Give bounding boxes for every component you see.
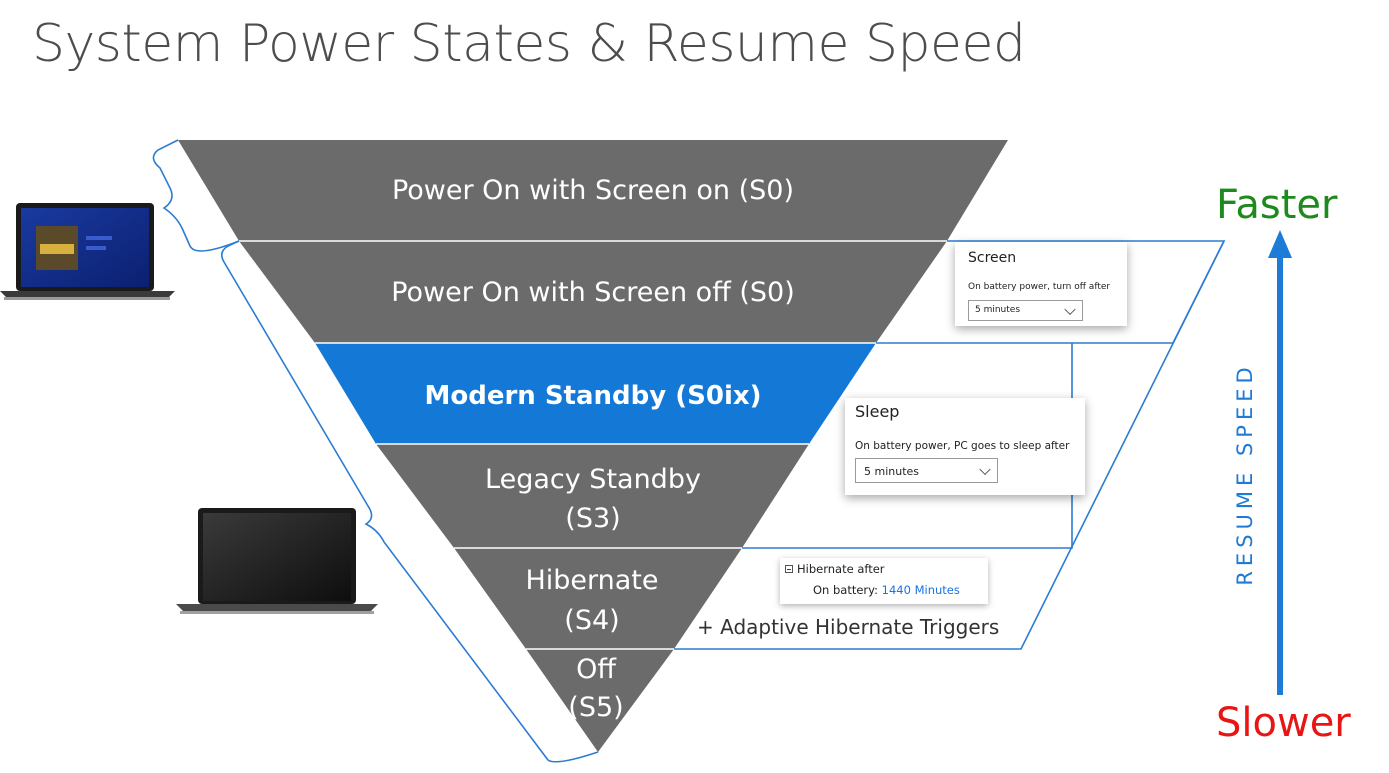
- bracket-screen-on: [152, 139, 240, 252]
- tier-label-legacy-standby-code: (S3): [565, 503, 620, 534]
- sleep-panel-title: Sleep: [855, 402, 900, 421]
- sleep-settings-panel: Sleep On battery power, PC goes to sleep…: [845, 398, 1085, 495]
- hibernate-settings-panel: Hibernate after On battery: 1440 Minutes: [780, 558, 988, 604]
- tier-modern-standby-band: [315, 343, 876, 444]
- tier-label-hibernate-code: (S4): [564, 605, 619, 636]
- tier-label-off: Off: [576, 654, 617, 685]
- screen-settings-panel: Screen On battery power, turn off after …: [955, 242, 1127, 326]
- screen-timeout-dropdown[interactable]: 5 minutes: [968, 300, 1083, 321]
- bracket-low-power: [220, 240, 599, 763]
- tier-screen-on-band: [178, 140, 1008, 241]
- sleep-panel-description: On battery power, PC goes to sleep after: [855, 440, 1070, 452]
- tier-legacy-standby-band: [376, 444, 809, 548]
- tier-label-screen-on: Power On with Screen on (S0): [392, 175, 794, 206]
- tier-label-legacy-standby: Legacy Standby: [485, 464, 701, 495]
- resume-speed-arrowhead: [1268, 230, 1292, 258]
- sleep-timeout-dropdown[interactable]: 5 minutes: [855, 458, 998, 483]
- screen-panel-title: Screen: [968, 250, 1017, 266]
- hibernate-setting-label: On battery:: [813, 583, 879, 597]
- laptop-screen-on-icon: [0, 203, 175, 300]
- adaptive-hibernate-note: + Adaptive Hibernate Triggers: [697, 615, 1000, 639]
- tier-hibernate-band: [454, 548, 742, 649]
- faster-label: Faster: [1216, 182, 1338, 228]
- slower-label: Slower: [1216, 700, 1351, 746]
- tier-screen-off-band: [239, 241, 947, 343]
- screen-panel-description: On battery power, turn off after: [968, 282, 1111, 292]
- tier-label-modern-standby: Modern Standby (S0ix): [424, 381, 761, 411]
- chevron-down-icon: [979, 463, 991, 475]
- laptop-screen-off-icon: [176, 508, 378, 614]
- sleep-timeout-value: 5 minutes: [864, 465, 920, 478]
- tier-off-band: [526, 649, 674, 752]
- tier-label-screen-off: Power On with Screen off (S0): [391, 277, 795, 308]
- hibernate-panel-title: Hibernate after: [797, 562, 885, 576]
- connector-hibernate: [674, 240, 1225, 650]
- chevron-down-icon: [1064, 303, 1076, 315]
- screen-timeout-value: 5 minutes: [975, 305, 1021, 315]
- hibernate-setting-value[interactable]: 1440 Minutes: [881, 583, 960, 597]
- page-title: System Power States & Resume Speed: [32, 14, 1026, 74]
- tier-label-off-code: (S5): [568, 692, 623, 723]
- resume-speed-axis-label: RESUME SPEED: [1233, 362, 1257, 586]
- collapse-icon[interactable]: [785, 565, 793, 573]
- tier-label-hibernate: Hibernate: [525, 565, 658, 596]
